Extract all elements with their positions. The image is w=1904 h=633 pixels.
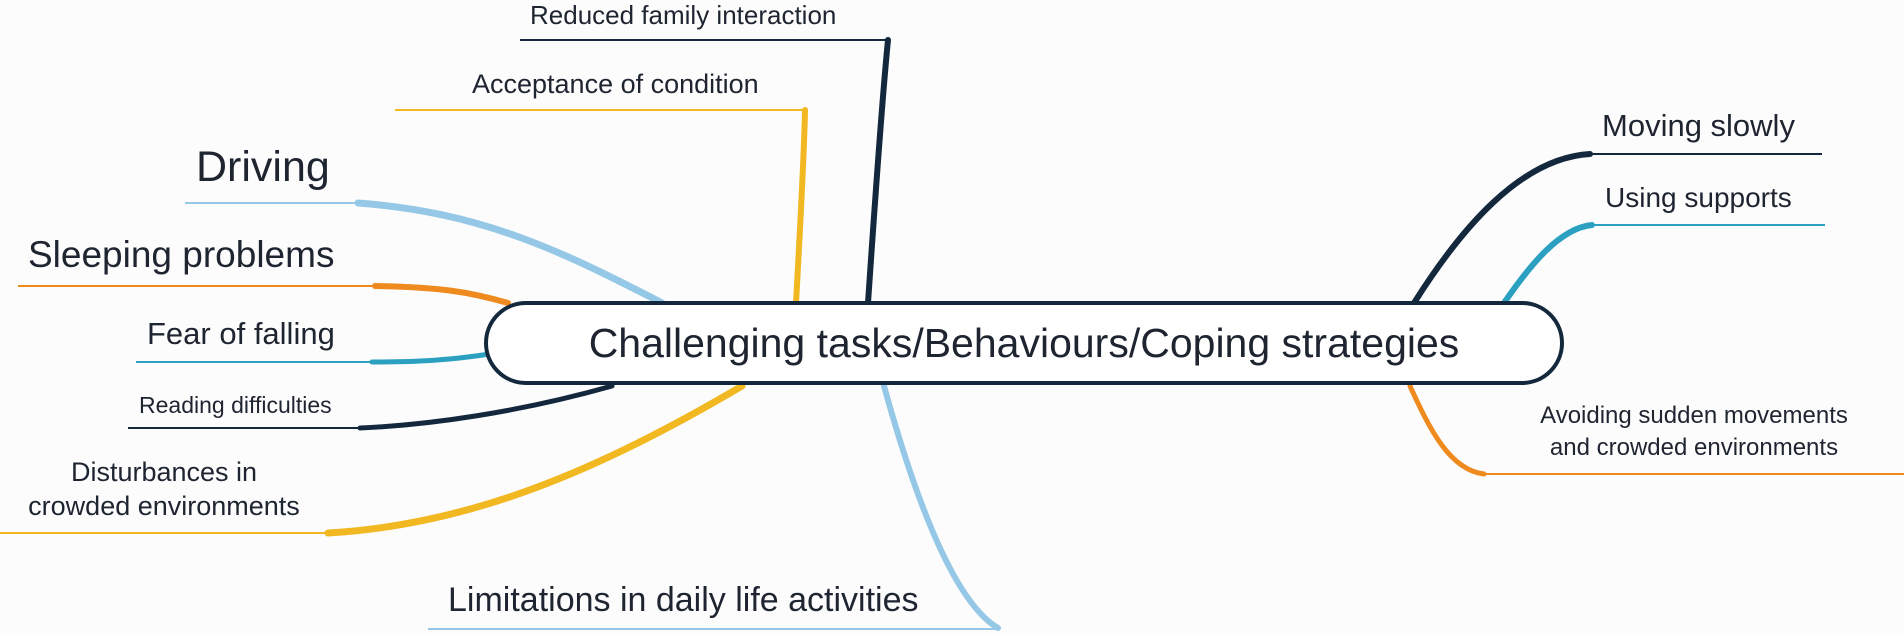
topic-disturbances-line1: Disturbances in — [70, 457, 258, 487]
topic-avoiding-line2: and crowded environments — [1549, 434, 1839, 461]
topic-sleeping-problems: Sleeping problems — [28, 234, 335, 275]
topic-driving: Driving — [196, 143, 330, 191]
topic-disturbances: Disturbances in crowded environments — [0, 455, 328, 523]
branch-using-supports — [1501, 222, 1595, 306]
central-topic: Challenging tasks/Behaviours/Coping stra… — [484, 301, 1564, 385]
branch-reduced-family-interaction — [865, 37, 891, 306]
branch-fear-of-falling — [369, 351, 493, 365]
topic-acceptance-of-condition: Acceptance of condition — [472, 69, 759, 99]
topic-reading-difficulties: Reading difficulties — [139, 392, 332, 418]
topic-reduced-family-interaction: Reduced family interaction — [530, 0, 837, 30]
branch-avoiding — [1407, 383, 1487, 477]
branch-disturbances — [324, 382, 746, 537]
topic-disturbances-line2: crowded environments — [28, 491, 300, 521]
topic-limitations: Limitations in daily life activities — [448, 581, 919, 619]
topic-moving-slowly: Moving slowly — [1602, 108, 1795, 143]
topic-using-supports: Using supports — [1605, 182, 1792, 213]
branch-sleeping-problems — [372, 283, 511, 306]
branch-moving-slowly — [1411, 151, 1593, 306]
topic-avoiding-line1: Avoiding sudden movements — [1540, 402, 1848, 429]
branch-reading-difficulties — [357, 383, 615, 431]
branch-acceptance-of-condition — [793, 107, 808, 306]
topic-fear-of-falling: Fear of falling — [147, 316, 335, 351]
topic-avoiding: Avoiding sudden movements and crowded en… — [1484, 400, 1904, 464]
branch-driving — [354, 199, 666, 307]
branch-limitations — [881, 383, 1001, 631]
